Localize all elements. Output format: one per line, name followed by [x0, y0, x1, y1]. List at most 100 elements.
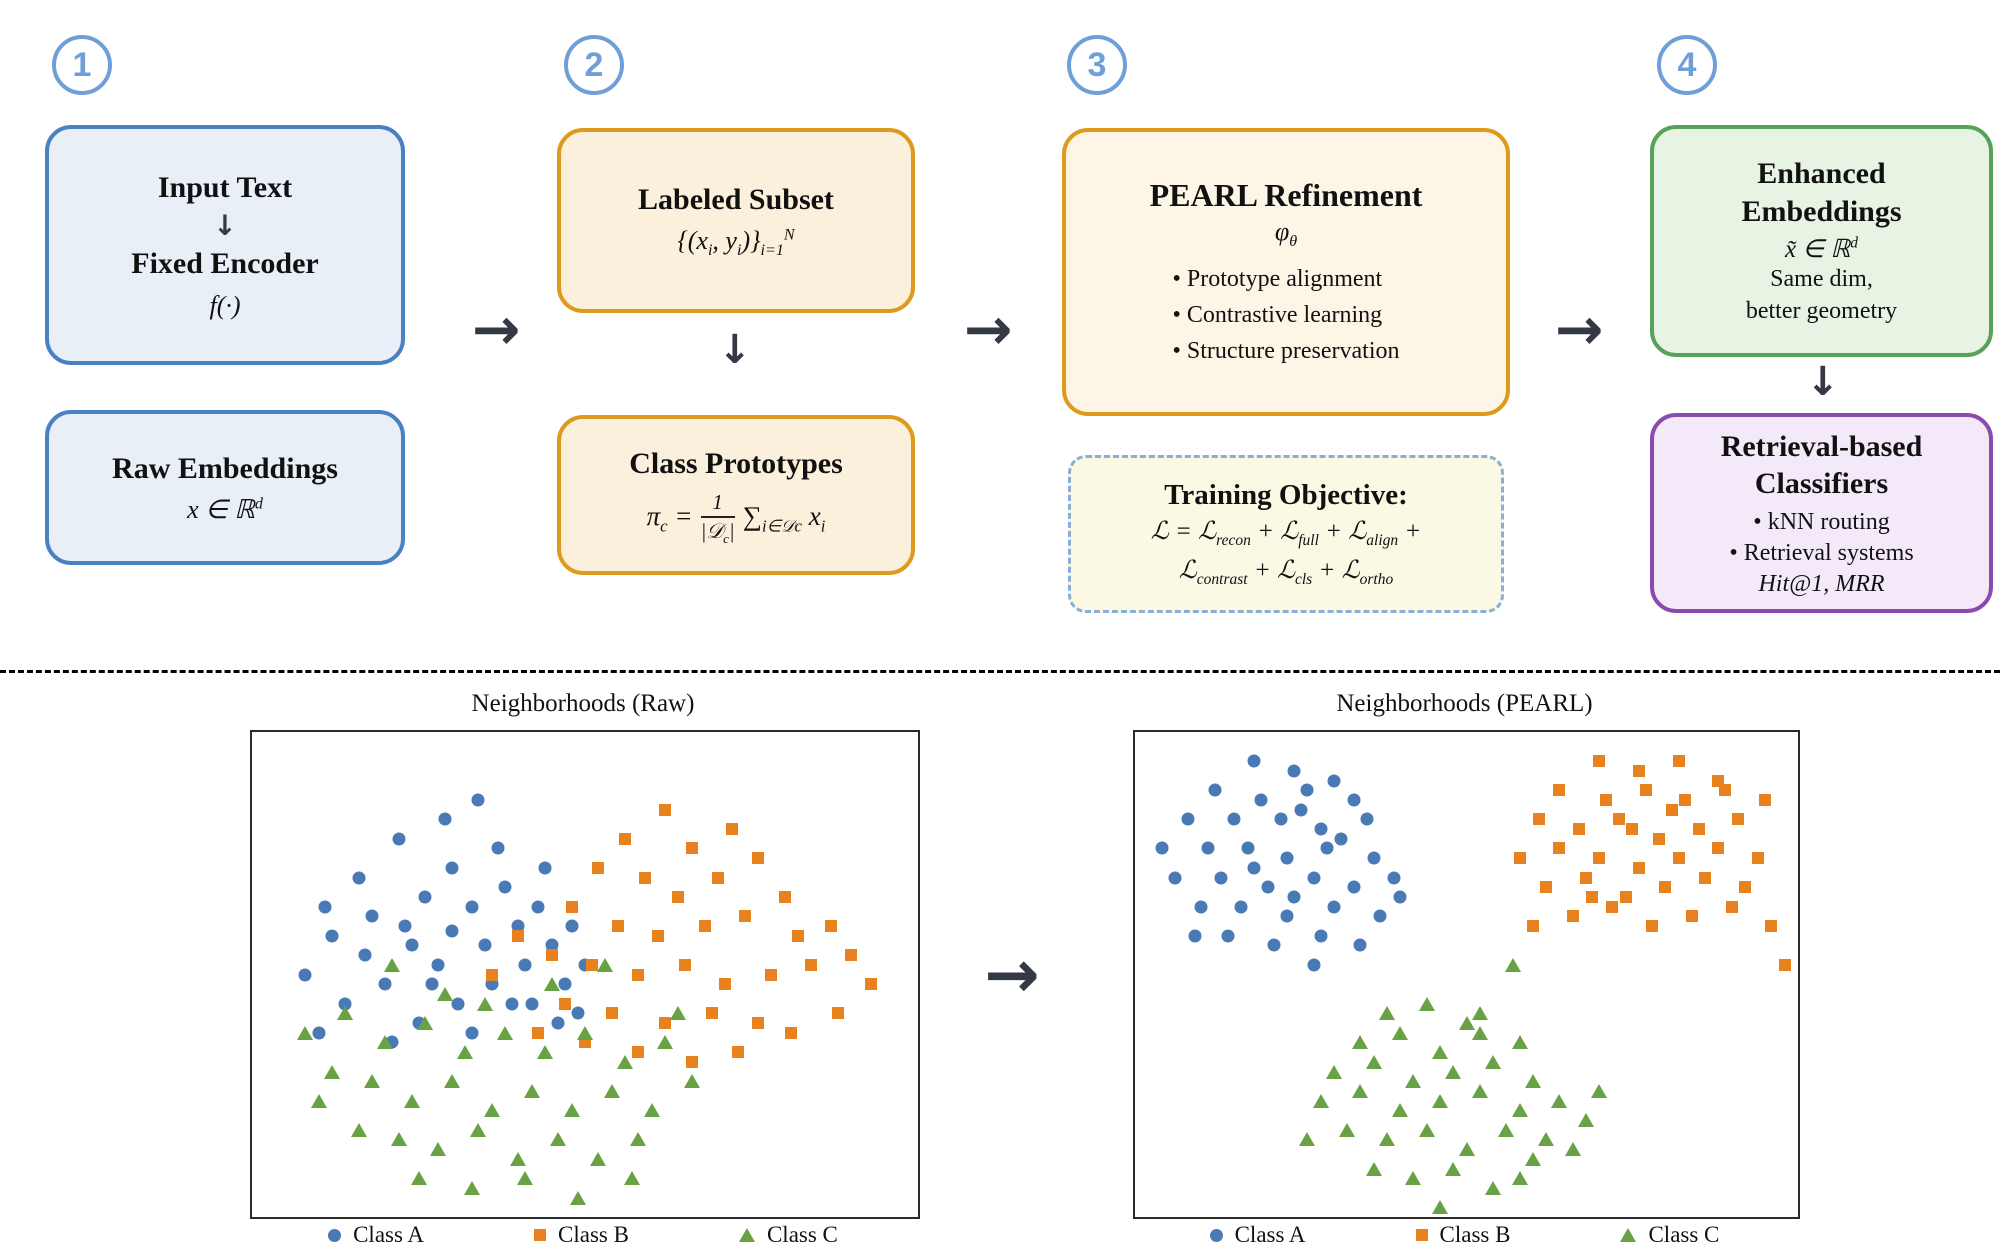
scatter-point-class-c	[1458, 1016, 1475, 1030]
scatter-point-class-a	[358, 948, 372, 962]
scatter-point-class-b	[705, 1007, 718, 1020]
scatter-point-class-c	[1458, 1142, 1475, 1157]
loss-formula-line-2: ℒcontrast + ℒcls + ℒortho	[1178, 557, 1394, 589]
scatter-point-class-a	[1314, 929, 1328, 943]
enhanced-label: Enhanced	[1757, 157, 1886, 191]
scatter-point-class-c	[630, 1132, 647, 1147]
scatter-point-class-c	[323, 1064, 340, 1079]
scatter-point-class-a	[1155, 841, 1169, 855]
fraction-denominator: |𝒟c|	[700, 516, 735, 545]
scatter-point-class-b	[1672, 852, 1685, 865]
scatter-point-class-c	[616, 1054, 633, 1069]
scatter-point-class-c	[1418, 1122, 1435, 1137]
scatter-point-class-b	[832, 1007, 845, 1020]
scatter-point-class-a	[491, 841, 505, 855]
scatter-point-class-c	[1418, 996, 1435, 1011]
scatter-point-class-c	[457, 1045, 474, 1060]
bullet-contrastive-learning: • Contrastive learning	[1172, 302, 1383, 329]
scatter-point-class-b	[845, 949, 858, 962]
scatter-point-class-a	[1208, 783, 1222, 797]
scatter-point-class-c	[543, 977, 560, 992]
scatter-point-class-a	[1201, 841, 1215, 855]
scatter-point-class-c	[550, 1132, 567, 1147]
scatter-point-class-a	[1287, 764, 1301, 778]
scatter-point-class-b	[612, 920, 625, 932]
legend-label: Class C	[766, 1222, 838, 1247]
scatter-point-class-c	[590, 1151, 607, 1166]
fraction-numerator: 1	[712, 490, 723, 515]
scatter-point-class-a	[1274, 812, 1288, 826]
scatter-point-class-c	[437, 986, 454, 1001]
training-objective-label: Training Objective:	[1164, 478, 1408, 511]
scatter-point-class-c	[497, 1025, 514, 1040]
scatter-point-class-a	[1194, 900, 1208, 914]
class-b-marker-icon	[534, 1229, 547, 1241]
scatter-point-class-b	[752, 852, 765, 865]
fixed-encoder-label: Fixed Encoder	[131, 247, 319, 281]
scatter-point-class-a	[1241, 841, 1255, 855]
scatter-point-class-b	[1659, 881, 1672, 894]
scatter-point-class-a	[352, 871, 366, 884]
scatter-point-class-a	[1254, 793, 1268, 807]
scatter-point-class-b	[1599, 793, 1612, 806]
scatter-point-class-a	[1221, 929, 1235, 943]
scatter-point-class-a	[518, 958, 532, 972]
scatter-point-class-b	[792, 929, 805, 942]
scatter-point-class-c	[1445, 1064, 1462, 1079]
scatter-point-class-b	[1692, 823, 1705, 835]
scatter-point-class-a	[418, 890, 432, 904]
scatter-point-class-c	[1564, 1142, 1581, 1157]
scatter-point-class-b	[765, 968, 778, 981]
scatter-point-class-a	[511, 919, 525, 933]
scatter-point-class-c	[570, 1190, 587, 1205]
class-c-marker-icon	[738, 1228, 755, 1242]
scatter-point-class-c	[1312, 1093, 1329, 1108]
scatter-point-class-b	[725, 823, 738, 835]
scatter-point-class-c	[1504, 957, 1521, 972]
scatter-point-class-a	[1214, 871, 1228, 884]
scatter-point-class-b	[698, 920, 711, 932]
legend-item-class-b: Class B	[1415, 1222, 1510, 1248]
classifiers-label: Classifiers	[1754, 467, 1889, 501]
scatter-point-class-b	[1719, 784, 1732, 797]
scatter-point-class-b	[825, 920, 838, 932]
scatter-point-class-a	[1307, 958, 1321, 972]
scatter-point-class-a	[1168, 871, 1182, 884]
scatter-point-class-a	[438, 812, 452, 826]
scatter-point-class-b	[1672, 755, 1685, 768]
scatter-point-class-c	[383, 957, 400, 972]
scatter-point-class-c	[377, 1035, 394, 1050]
scatter-point-class-b	[1540, 881, 1553, 894]
scatter-point-class-b	[1652, 832, 1665, 845]
training-objective-box: Training Objective: ℒ = ℒrecon + ℒfull +…	[1068, 455, 1504, 613]
scatter-point-class-b	[805, 958, 818, 971]
scatter-point-class-c	[1524, 1074, 1541, 1089]
pearl-refinement-label: PEARL Refinement	[1149, 176, 1423, 213]
scatter-point-class-b	[1685, 910, 1698, 923]
scatter-point-class-a	[1353, 938, 1367, 952]
scatter-point-class-a	[451, 997, 465, 1011]
retrieval-classifiers-box: Retrieval-based Classifiers • kNN routin…	[1650, 413, 1993, 613]
scatter-point-class-a	[1334, 832, 1348, 846]
scatter-point-class-a	[465, 1026, 479, 1040]
scatter-point-class-a	[531, 900, 545, 914]
scatter-point-class-c	[1378, 1132, 1395, 1147]
raw-embeddings-math: x ∈ ℝd	[187, 495, 263, 525]
scatter-point-class-b	[1639, 784, 1652, 797]
scatter-point-class-a	[1280, 909, 1294, 923]
scatter-point-class-a	[378, 977, 392, 991]
flow-arrow-3-icon: →	[1554, 295, 1604, 363]
scatter-point-class-b	[592, 861, 605, 874]
scatter-point-class-b	[672, 890, 685, 903]
raw-plot-title: Neighborhoods (Raw)	[471, 690, 695, 717]
embeddings-label: Embeddings	[1741, 194, 1902, 228]
scatter-point-class-c	[1511, 1035, 1528, 1050]
scatter-point-class-a	[565, 919, 579, 933]
bullet-prototype-alignment: • Prototype alignment	[1172, 266, 1383, 293]
scatter-point-class-c	[510, 1151, 527, 1166]
scatter-point-class-a	[538, 861, 552, 875]
raw-scatter-plot	[250, 730, 920, 1219]
scatter-point-class-a	[365, 909, 379, 923]
section-divider	[0, 670, 2000, 673]
scatter-point-class-b	[678, 958, 691, 971]
